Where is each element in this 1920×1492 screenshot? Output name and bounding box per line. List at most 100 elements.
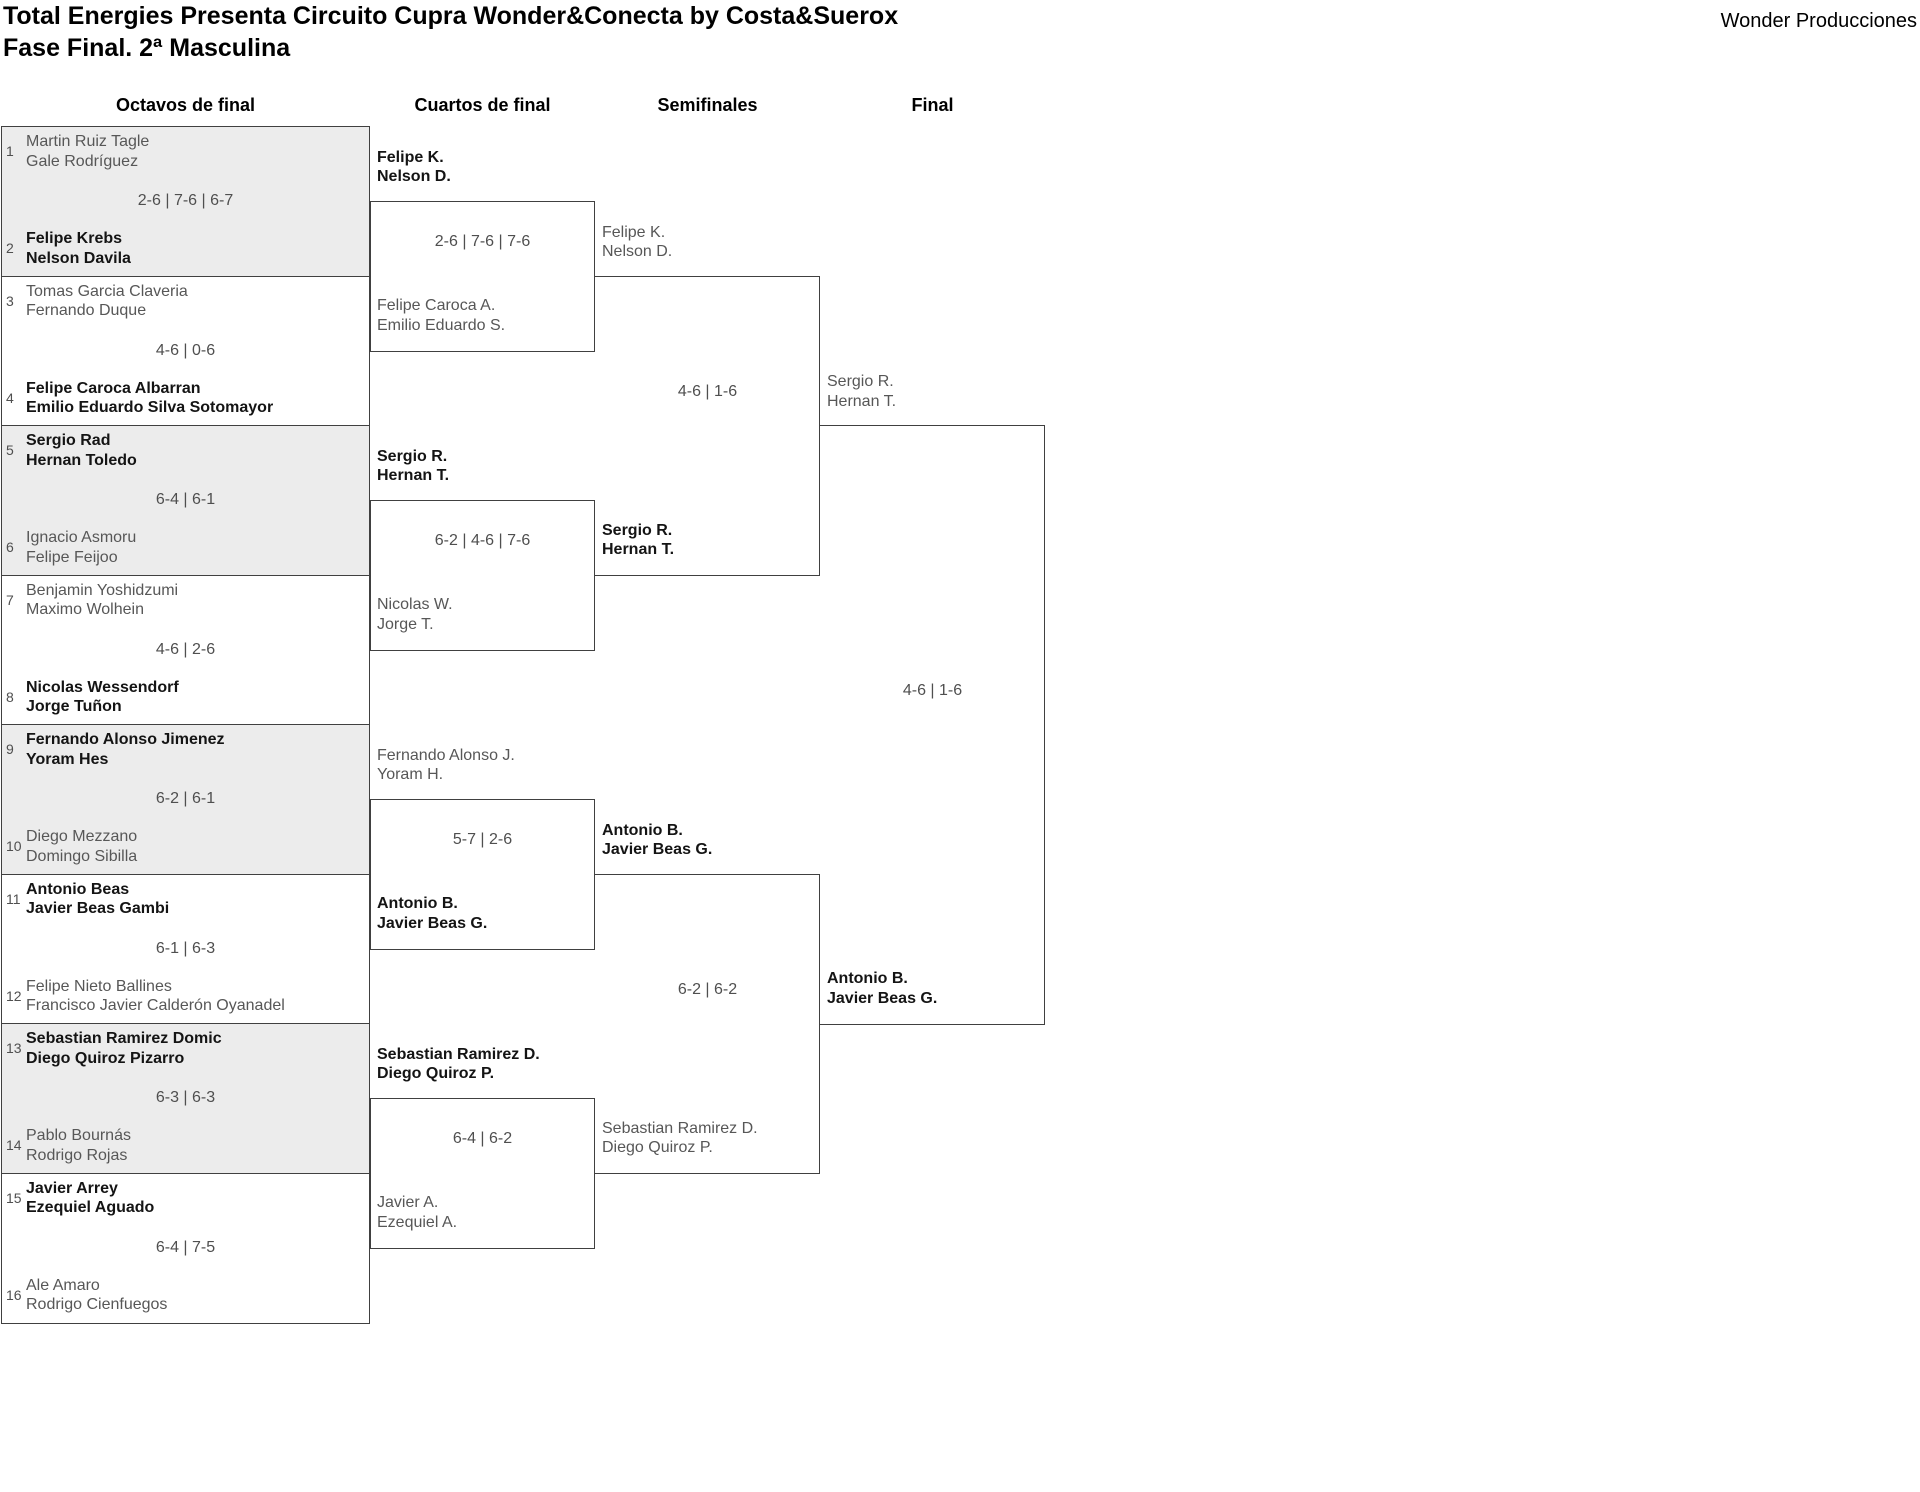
team-name: Sergio R. bbox=[377, 447, 448, 465]
seed-number: 13 bbox=[6, 1040, 22, 1056]
seed-number: 4 bbox=[6, 389, 14, 406]
team-name: Nelson D. bbox=[377, 168, 451, 186]
octavos-match-box bbox=[1, 1023, 370, 1174]
page-title-line1: Total Energies Presenta Circuito Cupra W… bbox=[3, 2, 899, 30]
octavos-match-box bbox=[1, 873, 370, 1025]
seed-number: 2 bbox=[6, 240, 14, 256]
team-name: Martin Ruiz Tagle bbox=[26, 133, 150, 150]
team-name: Sergio Rad bbox=[26, 432, 111, 449]
team-name: Jorge T. bbox=[377, 615, 434, 633]
team-name: Jorge Tuñon bbox=[26, 698, 122, 715]
team-name: Diego Mezzano bbox=[26, 828, 138, 845]
team-name: Diego Quiroz P. bbox=[377, 1065, 495, 1083]
team-name: Hernan T. bbox=[377, 467, 450, 485]
team-name: Javier Beas G. bbox=[827, 989, 938, 1007]
team-name: Fernando Alonso Jimenez bbox=[26, 731, 225, 748]
match-score: 6-4 | 7-5 bbox=[155, 1238, 216, 1256]
team-name: Javier Beas G. bbox=[602, 841, 713, 858]
team-name: Emilio Eduardo Silva Sotomayor bbox=[26, 399, 274, 416]
team-name: Felipe Nieto Ballines bbox=[26, 977, 172, 995]
seed-number: 11 bbox=[6, 890, 21, 907]
team-name: Benjamin Yoshidzumi bbox=[26, 581, 179, 599]
round-header-cuartos: Cuartos de final bbox=[414, 95, 551, 115]
team-name: Ignacio Asmoru bbox=[26, 529, 137, 546]
semifinal-match-box bbox=[595, 873, 820, 1174]
team-name: Javier Arrey bbox=[26, 1179, 118, 1197]
team-name: Yoram Hes bbox=[26, 750, 109, 768]
team-name: Hernan Toledo bbox=[26, 451, 137, 469]
team-name: Yoram H. bbox=[377, 766, 444, 784]
seed-number: 1 bbox=[6, 143, 14, 159]
match-score: 5-7 | 2-6 bbox=[452, 831, 513, 848]
round-header-final: Final bbox=[911, 95, 954, 115]
team-name: Sebastian Ramirez D. bbox=[602, 1119, 758, 1137]
cuartos-match-box bbox=[370, 1097, 595, 1249]
team-name: Sebastian Ramirez D. bbox=[377, 1045, 540, 1063]
team-name: Javier A. bbox=[377, 1194, 439, 1212]
team-name: Felipe Caroca Albarran bbox=[26, 379, 201, 397]
team-name: Ezequiel A. bbox=[377, 1213, 458, 1231]
team-name: Javier Beas Gambi bbox=[26, 900, 170, 917]
team-name: Rodrigo Cienfuegos bbox=[26, 1296, 168, 1313]
seed-number: 3 bbox=[6, 292, 14, 309]
seed-number: 16 bbox=[6, 1286, 22, 1303]
team-name: Pablo Bournás bbox=[26, 1127, 131, 1144]
round-header-octavos: Octavos de final bbox=[115, 95, 256, 115]
team-name: Felipe Krebs bbox=[26, 230, 123, 247]
seed-number: 5 bbox=[6, 442, 14, 458]
team-name: Nelson Davila bbox=[26, 249, 131, 267]
match-score: 6-2 | 4-6 | 7-6 bbox=[434, 532, 531, 549]
team-name: Antonio B. bbox=[602, 821, 683, 839]
match-score: 2-6 | 7-6 | 6-7 bbox=[137, 192, 234, 209]
team-name: Fernando Duque bbox=[26, 302, 147, 319]
match-score: 6-3 | 6-3 bbox=[155, 1089, 216, 1106]
team-name: Francisco Javier Calderón Oyanadel bbox=[26, 997, 285, 1014]
team-name: Domingo Sibilla bbox=[26, 847, 138, 865]
team-name: Maximo Wolhein bbox=[26, 601, 144, 618]
team-name: Nicolas W. bbox=[377, 596, 453, 614]
team-name: Antonio Beas bbox=[26, 880, 130, 898]
octavos-match-box bbox=[1, 275, 370, 427]
seed-number: 14 bbox=[6, 1137, 22, 1153]
page-title-line2: Fase Final. 2ª Masculina bbox=[3, 34, 291, 62]
match-score: 6-2 | 6-2 bbox=[677, 980, 738, 998]
team-name: Antonio B. bbox=[827, 970, 908, 987]
team-name: Ezequiel Aguado bbox=[26, 1199, 155, 1216]
match-score: 6-4 | 6-1 bbox=[155, 491, 216, 508]
seed-number: 12 bbox=[6, 987, 22, 1004]
octavos-match-box bbox=[1, 126, 370, 277]
match-score: 2-6 | 7-6 | 7-6 bbox=[434, 233, 531, 250]
team-name: Hernan T. bbox=[602, 541, 675, 558]
seed-number: 6 bbox=[6, 539, 14, 555]
match-score: 6-2 | 6-1 bbox=[155, 790, 216, 807]
seed-number: 10 bbox=[6, 838, 22, 854]
octavos-match-box bbox=[1, 724, 370, 875]
team-name: Gale Rodríguez bbox=[26, 152, 139, 170]
team-name: Fernando Alonso J. bbox=[377, 746, 515, 764]
team-name: Emilio Eduardo S. bbox=[377, 316, 506, 334]
match-score: 4-6 | 0-6 bbox=[155, 341, 216, 359]
team-name: Diego Quiroz P. bbox=[602, 1139, 713, 1156]
match-score: 4-6 | 1-6 bbox=[902, 681, 963, 699]
cuartos-match-box bbox=[370, 798, 595, 950]
team-name: Felipe K. bbox=[602, 223, 666, 241]
producer-credit: Wonder Producciones bbox=[1720, 10, 1917, 32]
semifinal-match-box bbox=[595, 275, 820, 576]
team-name: Sergio R. bbox=[602, 521, 673, 539]
team-name: Javier Beas G. bbox=[377, 914, 488, 932]
match-score: 4-6 | 2-6 bbox=[155, 640, 216, 658]
seed-number: 15 bbox=[6, 1189, 22, 1206]
cuartos-match-box bbox=[370, 200, 595, 352]
seed-number: 8 bbox=[6, 688, 14, 705]
team-name: Nelson D. bbox=[602, 243, 673, 260]
team-name: Sergio R. bbox=[827, 373, 894, 390]
cuartos-match-box bbox=[370, 499, 595, 651]
team-name: Sebastian Ramirez Domic bbox=[26, 1030, 222, 1047]
round-header-semifinales: Semifinales bbox=[657, 95, 758, 115]
team-name: Rodrigo Rojas bbox=[26, 1146, 128, 1164]
seed-number: 7 bbox=[6, 591, 14, 608]
team-name: Hernan T. bbox=[827, 392, 897, 410]
match-score: 6-1 | 6-3 bbox=[155, 939, 216, 957]
team-name: Nicolas Wessendorf bbox=[26, 678, 179, 696]
